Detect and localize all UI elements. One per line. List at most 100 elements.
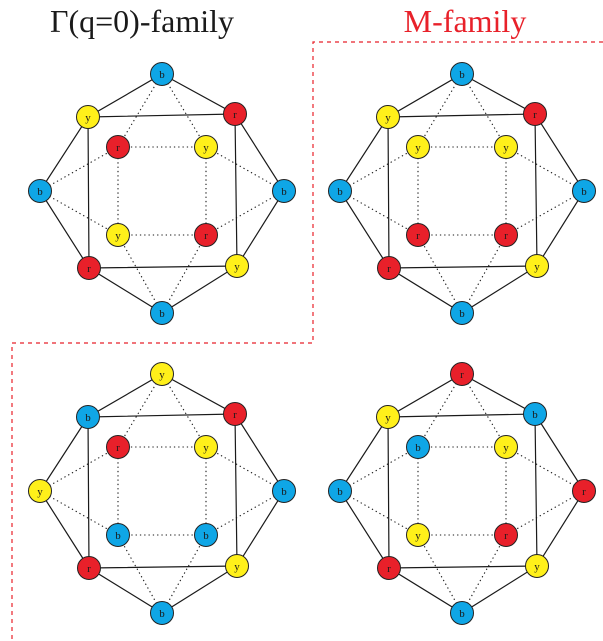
inner-site-2-r: r xyxy=(194,223,218,247)
site-circle xyxy=(225,254,249,278)
inner-site-2-b: b xyxy=(194,523,218,547)
site-circle xyxy=(106,523,130,547)
site-label: b xyxy=(115,530,121,542)
family-divider-dashed-line xyxy=(11,41,603,641)
dotted-bond xyxy=(461,73,507,148)
site-label: r xyxy=(233,109,237,121)
site-label: y xyxy=(37,486,43,498)
site-label: r xyxy=(116,142,120,154)
dotted-bond xyxy=(161,73,207,148)
inner-square-dotted-edges xyxy=(117,446,207,536)
site-circle xyxy=(328,179,352,203)
inner-site-2-r: r xyxy=(494,523,518,547)
site-circle xyxy=(572,179,596,203)
site-label: r xyxy=(87,563,91,575)
inner-square-dotted-edges xyxy=(417,146,507,236)
site-circle xyxy=(150,62,174,86)
inner-square-dotted-edges xyxy=(417,446,507,536)
dotted-bond xyxy=(461,373,507,448)
site-circle xyxy=(377,256,401,280)
outer-site-7-y: y xyxy=(376,405,400,429)
site-circle xyxy=(194,135,218,159)
outer-site-4-b: b xyxy=(150,601,174,625)
site-circle xyxy=(494,435,518,459)
inner-site-3-y: y xyxy=(406,523,430,547)
site-label: y xyxy=(415,530,421,542)
outer-site-6-b: b xyxy=(28,179,52,203)
site-circle xyxy=(525,254,549,278)
site-label: r xyxy=(504,230,508,242)
site-label: b xyxy=(581,186,587,198)
site-circle xyxy=(225,554,249,578)
site-circle xyxy=(406,435,430,459)
dotted-bond xyxy=(417,234,463,314)
dotted-bond xyxy=(117,373,163,448)
outer-site-4-b: b xyxy=(450,601,474,625)
site-circle xyxy=(376,405,400,429)
outer-site-7-y: y xyxy=(376,105,400,129)
site-circle xyxy=(150,362,174,386)
inner-site-1-y: y xyxy=(194,435,218,459)
outer-site-4-b: b xyxy=(150,301,174,325)
inner-site-1-y: y xyxy=(194,135,218,159)
site-circle xyxy=(406,223,430,247)
site-label: r xyxy=(116,442,120,454)
site-label: y xyxy=(385,112,391,124)
site-label: b xyxy=(337,186,343,198)
inner-site-3-r: r xyxy=(406,223,430,247)
site-circle xyxy=(450,62,474,86)
site-label: r xyxy=(582,486,586,498)
site-label: b xyxy=(159,69,165,81)
dotted-bond xyxy=(161,234,207,314)
outer-site-2-b: b xyxy=(272,179,296,203)
site-label: r xyxy=(533,109,537,121)
site-label: y xyxy=(203,442,209,454)
site-circle xyxy=(223,402,247,426)
site-circle xyxy=(272,479,296,503)
dotted-bond xyxy=(417,373,463,448)
site-label: y xyxy=(503,142,509,154)
site-circle xyxy=(494,223,518,247)
outer-site-2-b: b xyxy=(572,179,596,203)
outer-octagon-edges xyxy=(39,373,285,614)
outer-site-3-y: y xyxy=(225,254,249,278)
site-label: b xyxy=(281,486,287,498)
dotted-bond xyxy=(117,73,163,148)
site-label: y xyxy=(385,412,391,424)
dotted-bond xyxy=(461,534,507,614)
site-label: y xyxy=(534,561,540,573)
inner-site-0-y: y xyxy=(406,135,430,159)
outer-site-5-r: r xyxy=(377,556,401,580)
outer-site-1-r: r xyxy=(523,102,547,126)
outer-octagon-edges xyxy=(339,73,585,314)
inner-site-0-r: r xyxy=(106,135,130,159)
dotted-bond xyxy=(161,373,207,448)
site-label: b xyxy=(337,486,343,498)
outer-site-6-b: b xyxy=(328,479,352,503)
site-label: r xyxy=(233,409,237,421)
dotted-bond xyxy=(117,234,163,314)
site-circle xyxy=(406,523,430,547)
site-circle xyxy=(272,179,296,203)
site-circle xyxy=(223,102,247,126)
site-circle xyxy=(150,301,174,325)
outer-site-2-r: r xyxy=(572,479,596,503)
solid-square-edges xyxy=(87,113,238,269)
dotted-bond xyxy=(205,190,285,236)
outer-site-7-y: y xyxy=(76,105,100,129)
site-circle xyxy=(106,135,130,159)
site-circle xyxy=(77,256,101,280)
site-label: y xyxy=(203,142,209,154)
site-label: y xyxy=(234,261,240,273)
dotted-bond xyxy=(117,534,163,614)
inner-site-2-r: r xyxy=(494,223,518,247)
site-circle xyxy=(28,479,52,503)
outer-site-0-b: b xyxy=(150,62,174,86)
site-circle xyxy=(406,135,430,159)
site-circle xyxy=(106,435,130,459)
